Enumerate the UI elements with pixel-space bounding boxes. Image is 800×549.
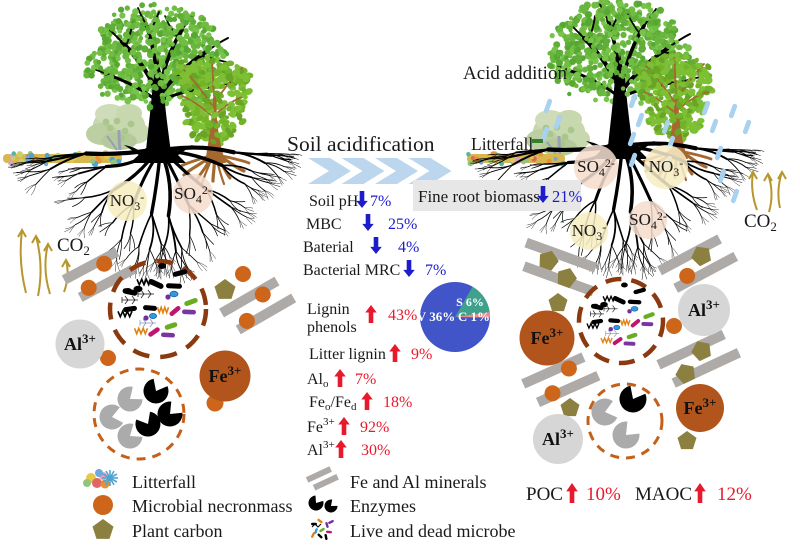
svg-text:12%: 12% [717, 484, 752, 505]
svg-text:18%: 18% [383, 394, 412, 411]
svg-text:POC: POC [526, 484, 563, 505]
svg-text:Litter lignin: Litter lignin [309, 346, 386, 363]
svg-text:7%: 7% [370, 193, 391, 210]
svg-text:C 1%: C 1% [458, 309, 490, 324]
svg-text:Soil pH: Soil pH [309, 193, 359, 210]
svg-text:21%: 21% [552, 187, 583, 206]
svg-text:Live and dead microbe: Live and dead microbe [350, 521, 515, 541]
svg-text:Litterfall: Litterfall [471, 134, 533, 154]
svg-text:43%: 43% [388, 307, 417, 324]
svg-text:Fe and Al minerals: Fe and Al minerals [350, 472, 486, 492]
svg-text:CO2: CO2 [57, 235, 90, 258]
svg-text:V 36%: V 36% [417, 309, 455, 324]
svg-text:7%: 7% [355, 371, 376, 388]
svg-text:Enzymes: Enzymes [350, 496, 416, 516]
svg-text:Litterfall: Litterfall [132, 472, 196, 492]
svg-text:Baterial: Baterial [303, 239, 354, 256]
svg-text:MBC: MBC [306, 216, 342, 233]
svg-text:Bacterial MRC: Bacterial MRC [303, 262, 400, 279]
svg-text:Acid addition: Acid addition [463, 63, 567, 84]
svg-text:30%: 30% [361, 442, 390, 459]
svg-text:MAOC: MAOC [635, 484, 692, 505]
svg-text:9%: 9% [411, 346, 432, 363]
svg-text:Feo/Fed: Feo/Fed [309, 394, 357, 413]
svg-text:S 6%: S 6% [456, 295, 484, 309]
svg-text:Lignin: Lignin [307, 301, 350, 318]
svg-text:Fine root biomass: Fine root biomass [418, 187, 540, 206]
svg-text:25%: 25% [388, 216, 417, 233]
svg-text:4%: 4% [398, 239, 419, 256]
svg-text:10%: 10% [586, 484, 621, 505]
svg-text:Fe3+: Fe3+ [531, 325, 564, 348]
svg-text:92%: 92% [360, 419, 389, 436]
svg-text:Plant carbon: Plant carbon [132, 521, 222, 541]
svg-text:Soil acidification: Soil acidification [287, 132, 435, 156]
svg-text:7%: 7% [425, 262, 446, 279]
svg-text:phenols: phenols [307, 319, 357, 336]
svg-text:Microbial necronmass: Microbial necronmass [132, 496, 292, 516]
svg-text:CO2: CO2 [744, 211, 777, 234]
